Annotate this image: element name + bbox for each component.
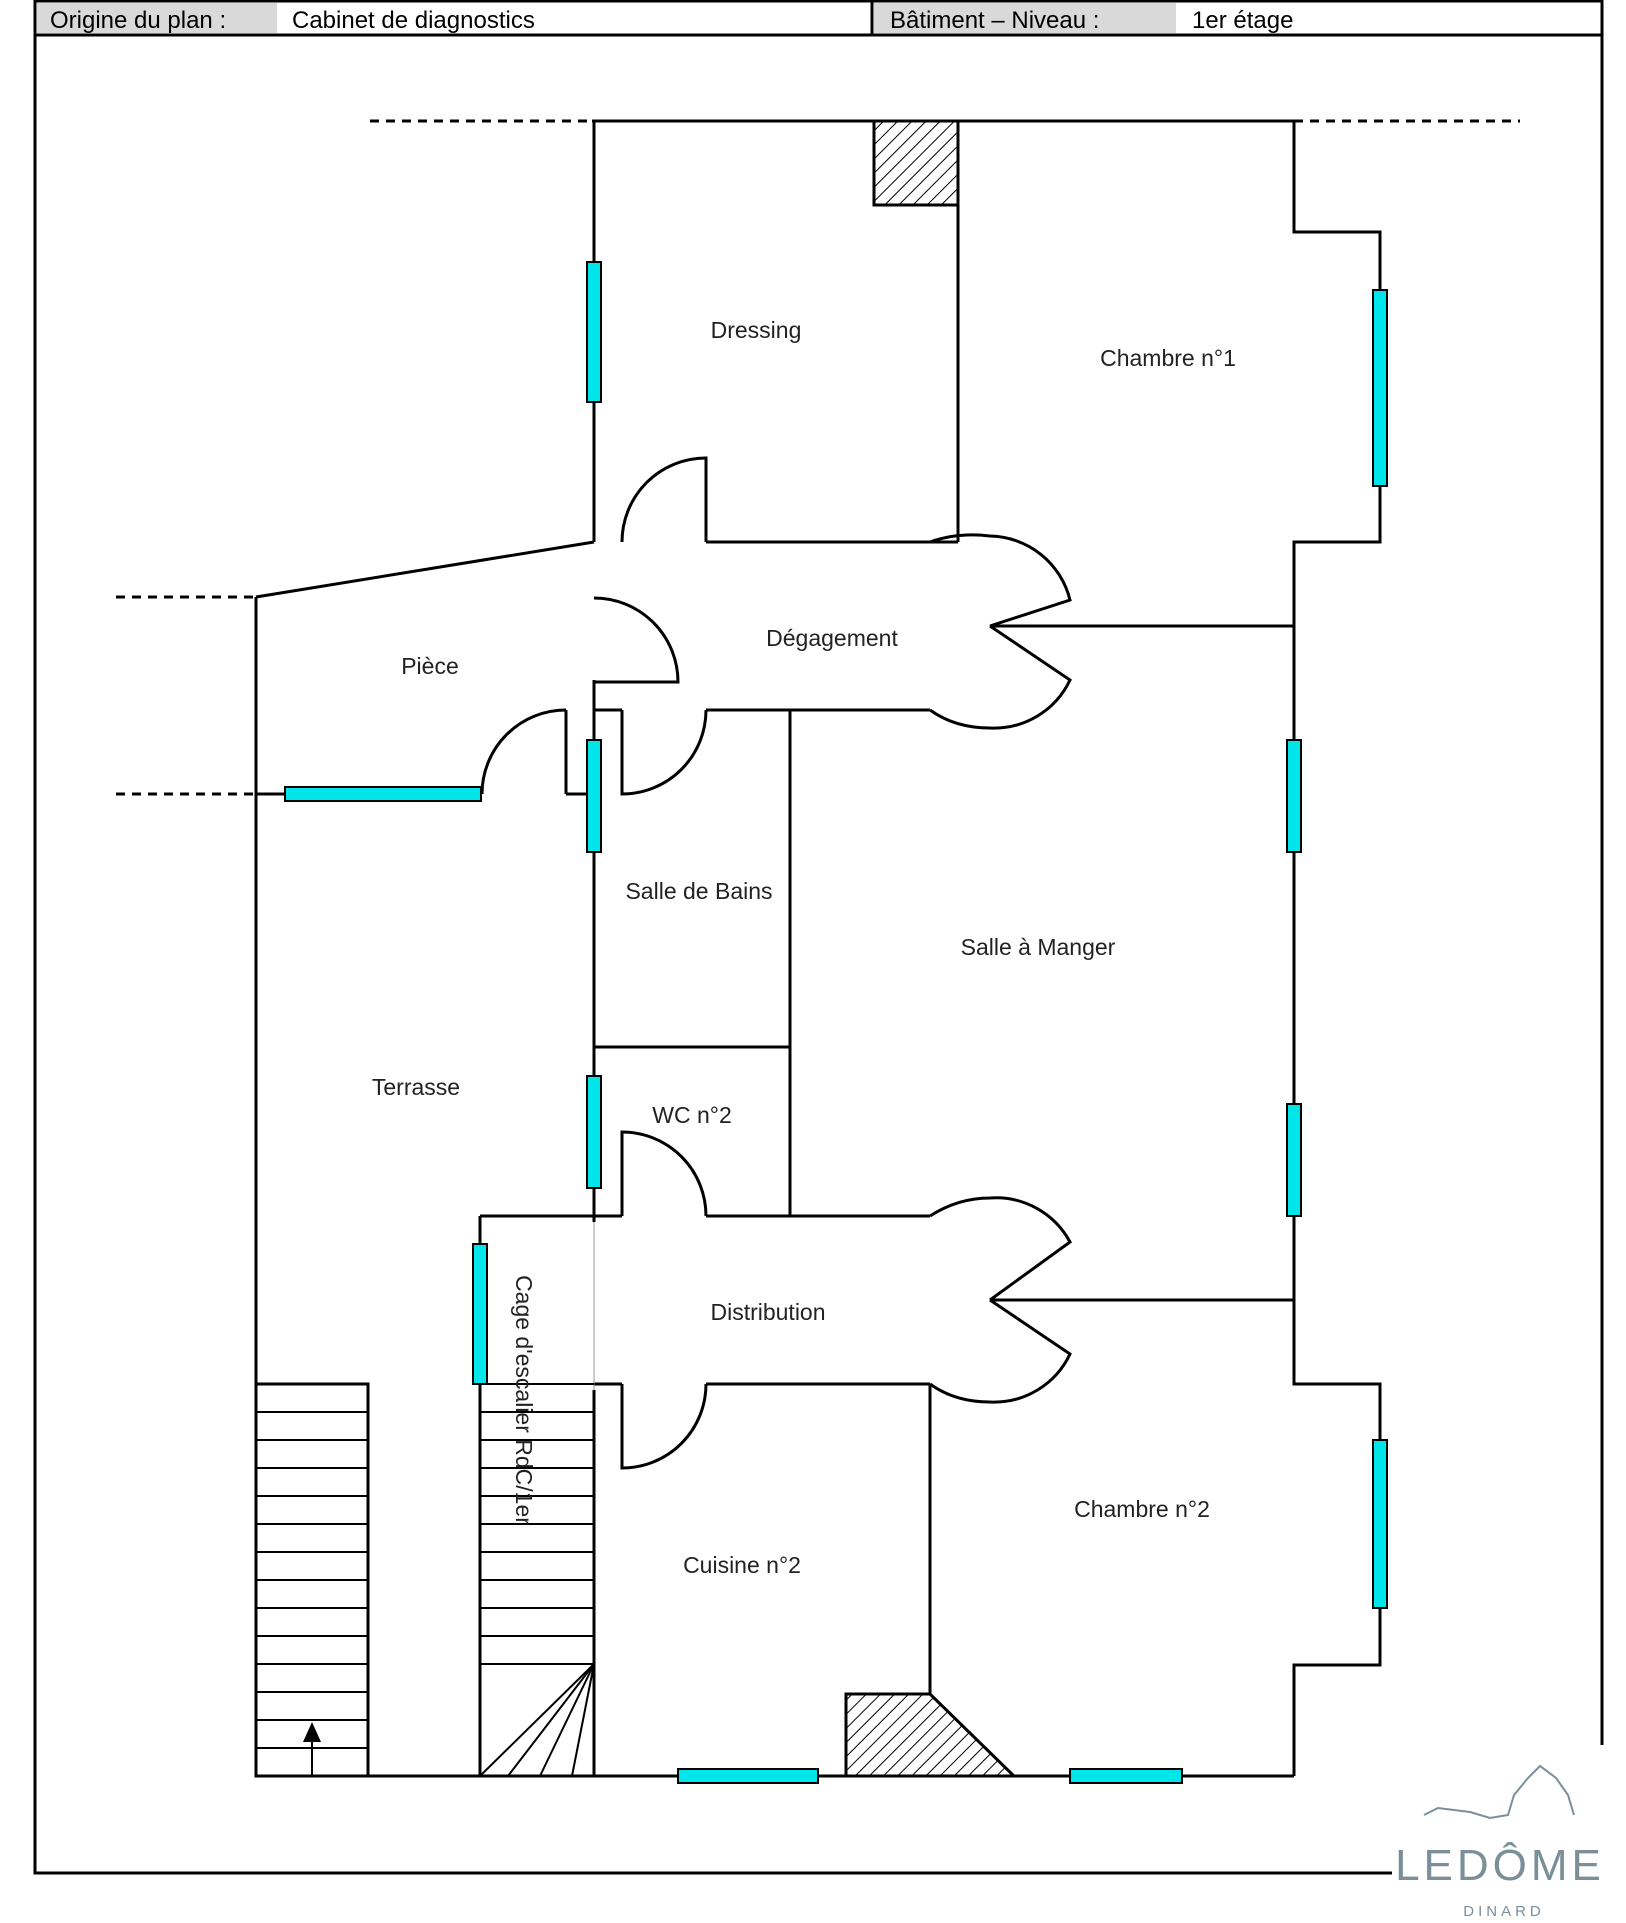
door-wc <box>620 1130 708 1217</box>
door-salle-bains <box>620 709 708 796</box>
room-label-cuisine2: Cuisine n°2 <box>683 1552 801 1578</box>
room-label-dressing: Dressing <box>711 317 802 343</box>
room-label-salle-manger: Salle à Manger <box>961 934 1116 960</box>
chimney-bottom <box>844 1692 1018 1778</box>
door-terrasse <box>480 708 567 795</box>
room-label-distribution: Distribution <box>710 1299 825 1325</box>
door-chambre2-bottom <box>929 1298 1072 1404</box>
window-chambre1 <box>1372 289 1388 487</box>
window-piece <box>284 786 482 802</box>
windows <box>284 261 1388 1784</box>
window-salle-manger-2 <box>1286 1103 1302 1217</box>
window-cuisine <box>677 1768 819 1784</box>
window-chambre2 <box>1372 1439 1388 1609</box>
boundary-lines <box>116 119 1520 796</box>
logo-name: LEDÔME <box>1395 1840 1605 1890</box>
stair-arrow-icon <box>303 1722 321 1742</box>
origin-label: Origine du plan : <box>50 7 226 34</box>
stairs-right <box>479 1383 595 1777</box>
chimneys <box>844 119 1018 1778</box>
level-label: Bâtiment – Niveau : <box>890 7 1099 34</box>
door-salle-manger-bottom <box>929 624 1072 730</box>
level-value: 1er étage <box>1192 7 1293 34</box>
door-piece <box>593 596 680 684</box>
window-wc <box>586 1075 602 1189</box>
room-label-salle-bains: Salle de Bains <box>625 878 772 904</box>
room-label-chambre2: Chambre n°2 <box>1074 1496 1210 1522</box>
room-label-wc2: WC n°2 <box>652 1102 732 1128</box>
chimney-top <box>872 119 960 207</box>
origin-label-cell <box>37 3 277 33</box>
header-table: Origine du plan : Cabinet de diagnostics… <box>33 0 1604 37</box>
window-salle-manger-1 <box>1286 739 1302 853</box>
door-dressing <box>620 456 708 543</box>
logo-city: DINARD <box>1463 1903 1545 1920</box>
stairs-left <box>254 1382 370 1778</box>
room-label-terrasse: Terrasse <box>372 1074 460 1100</box>
room-label-degagement: Dégagement <box>766 625 898 651</box>
origin-value: Cabinet de diagnostics <box>292 7 535 34</box>
room-label-chambre1: Chambre n°1 <box>1100 345 1236 371</box>
page-frame <box>33 35 1604 1875</box>
room-label-cage-escalier: Cage d'escalier RdC/1er <box>511 1275 537 1525</box>
door-salle-manger-top <box>929 533 1072 628</box>
logo: LEDÔME DINARD <box>1392 1745 1605 1923</box>
door-chambre2-top <box>929 1196 1072 1302</box>
room-labels: Dressing Chambre n°1 Pièce Dégagement Sa… <box>372 317 1236 1578</box>
logo-dome-icon <box>1423 1764 1575 1820</box>
window-dressing <box>586 261 602 403</box>
window-cage-escalier <box>472 1243 488 1385</box>
room-label-piece: Pièce <box>401 653 459 679</box>
door-cuisine <box>620 1383 708 1470</box>
window-chambre2-bottom <box>1069 1768 1183 1784</box>
doors <box>480 456 1072 1470</box>
level-label-cell <box>874 3 1176 33</box>
window-salle-bains <box>586 739 602 853</box>
